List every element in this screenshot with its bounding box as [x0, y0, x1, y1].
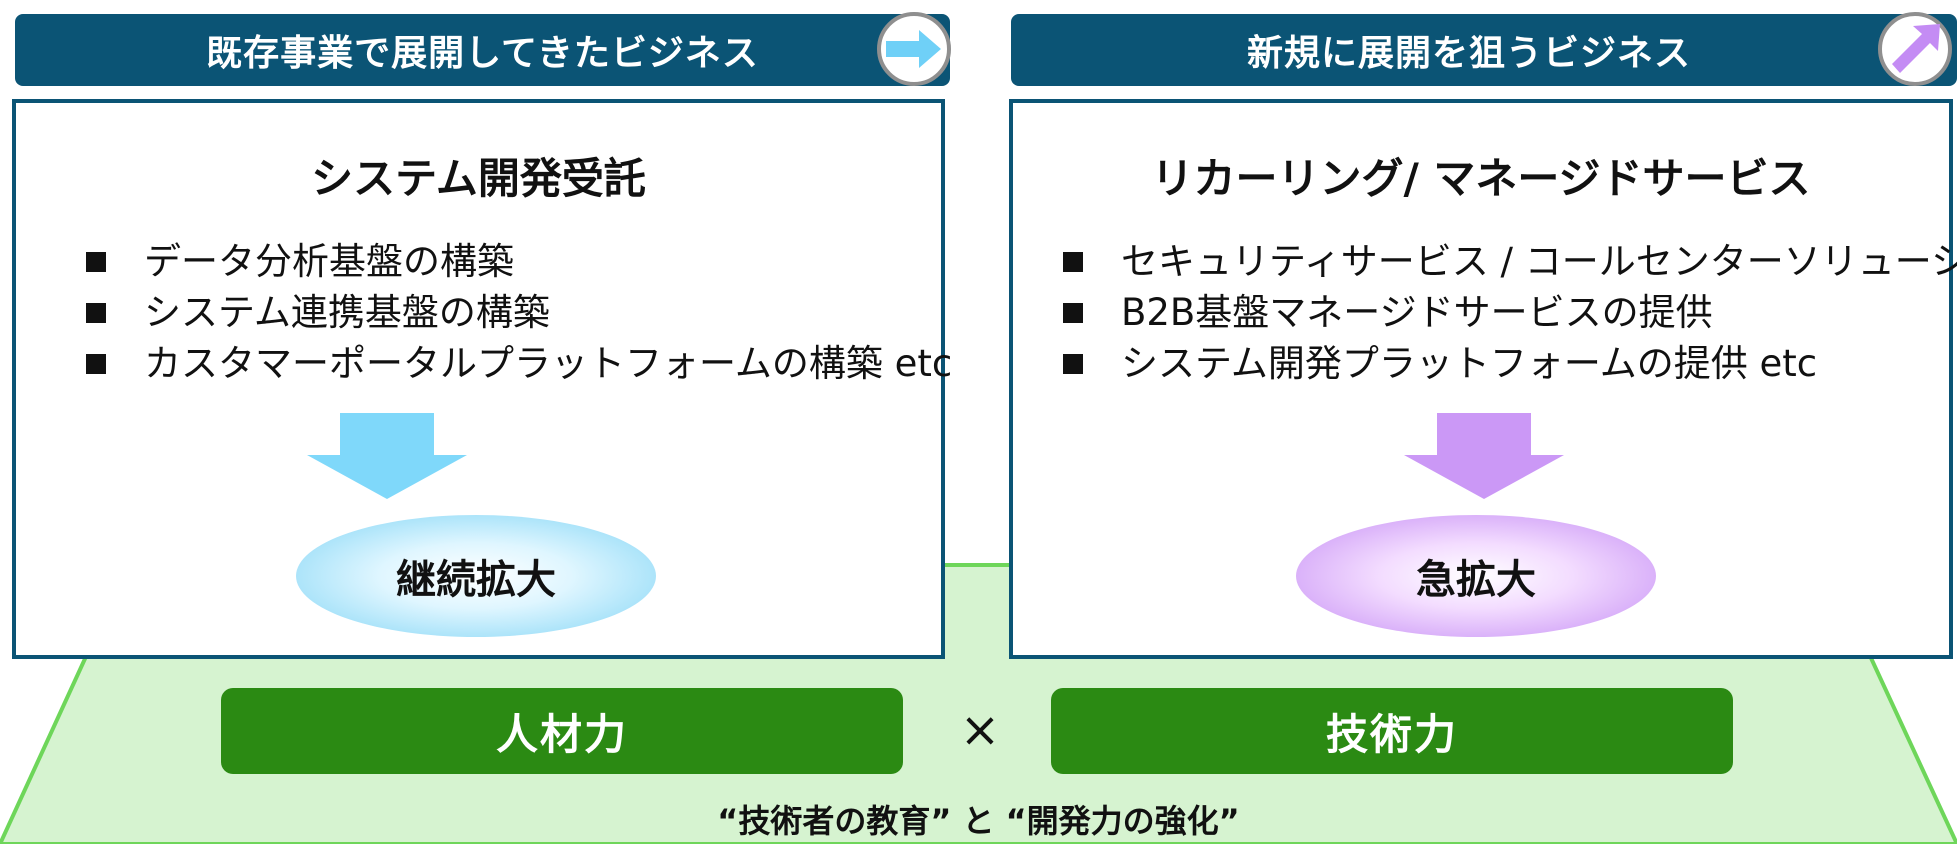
new-business-result-label: 急拡大 — [1416, 557, 1536, 603]
list-item-text: B2B基盤マネージドサービスの提供 — [1121, 291, 1713, 334]
header-new-business: 新規に展開を狙うビジネス — [1011, 14, 1957, 86]
header-existing-business-label: 既存事業で展開してきたビジネス — [206, 33, 759, 74]
list-item-text: カスタマーポータルプラットフォームの構築 etc — [144, 342, 953, 385]
header-existing-business: 既存事業で展開してきたビジネス — [15, 14, 950, 86]
human-resources-pill: 人材力 — [221, 688, 903, 774]
human-resources-label: 人材力 — [495, 709, 628, 759]
list-item: カスタマーポータルプラットフォームの構築 etc — [86, 338, 952, 389]
list-item-text: システム開発プラットフォームの提供 etc — [1121, 342, 1818, 385]
existing-business-card: システム開発受託 データ分析基盤の構築 システム連携基盤の構築 カスタマーポータ… — [12, 99, 952, 659]
new-business-card: リカーリング/ マネージドサービス セキュリティサービス / コールセンターソリ… — [1009, 99, 1957, 659]
list-item-text: システム連携基盤の構築 — [144, 291, 550, 334]
header-new-business-label: 新規に展開を狙うビジネス — [1246, 33, 1691, 74]
list-item: システム連携基盤の構築 — [86, 287, 952, 338]
right-arrow-icon — [877, 12, 951, 86]
bullet-square-icon — [86, 302, 106, 323]
list-item: B2B基盤マネージドサービスの提供 — [1063, 287, 1957, 338]
multiply-operator: × — [959, 702, 1001, 758]
technology-label: 技術力 — [1325, 709, 1458, 759]
list-item-text: セキュリティサービス / コールセンターソリューション — [1121, 240, 1957, 283]
list-item: システム開発プラットフォームの提供 etc — [1063, 338, 1957, 389]
bullet-square-icon — [1063, 302, 1083, 323]
new-business-result: 急拡大 — [1296, 515, 1656, 637]
new-business-title: リカーリング/ マネージドサービス — [1151, 154, 1811, 203]
existing-business-result: 継続拡大 — [296, 515, 656, 637]
list-item: データ分析基盤の構築 — [86, 236, 952, 287]
bullet-square-icon — [86, 251, 106, 272]
foundation-caption: “技術者の教育” と “開発力の強化” — [717, 802, 1240, 840]
existing-business-title: システム開発受託 — [311, 154, 646, 203]
bullet-square-icon — [1063, 353, 1083, 374]
down-arrow-icon — [1404, 413, 1564, 499]
list-item-text: データ分析基盤の構築 — [144, 240, 514, 283]
bullet-square-icon — [1063, 251, 1083, 272]
existing-business-list: データ分析基盤の構築 システム連携基盤の構築 カスタマーポータルプラットフォーム… — [86, 236, 952, 389]
technology-pill: 技術力 — [1051, 688, 1733, 774]
bullet-square-icon — [86, 353, 106, 374]
up-right-arrow-icon — [1878, 12, 1952, 86]
list-item: セキュリティサービス / コールセンターソリューション — [1063, 236, 1957, 287]
new-business-list: セキュリティサービス / コールセンターソリューション B2B基盤マネージドサー… — [1063, 236, 1957, 389]
existing-business-result-label: 継続拡大 — [396, 557, 556, 603]
down-arrow-icon — [307, 413, 467, 499]
